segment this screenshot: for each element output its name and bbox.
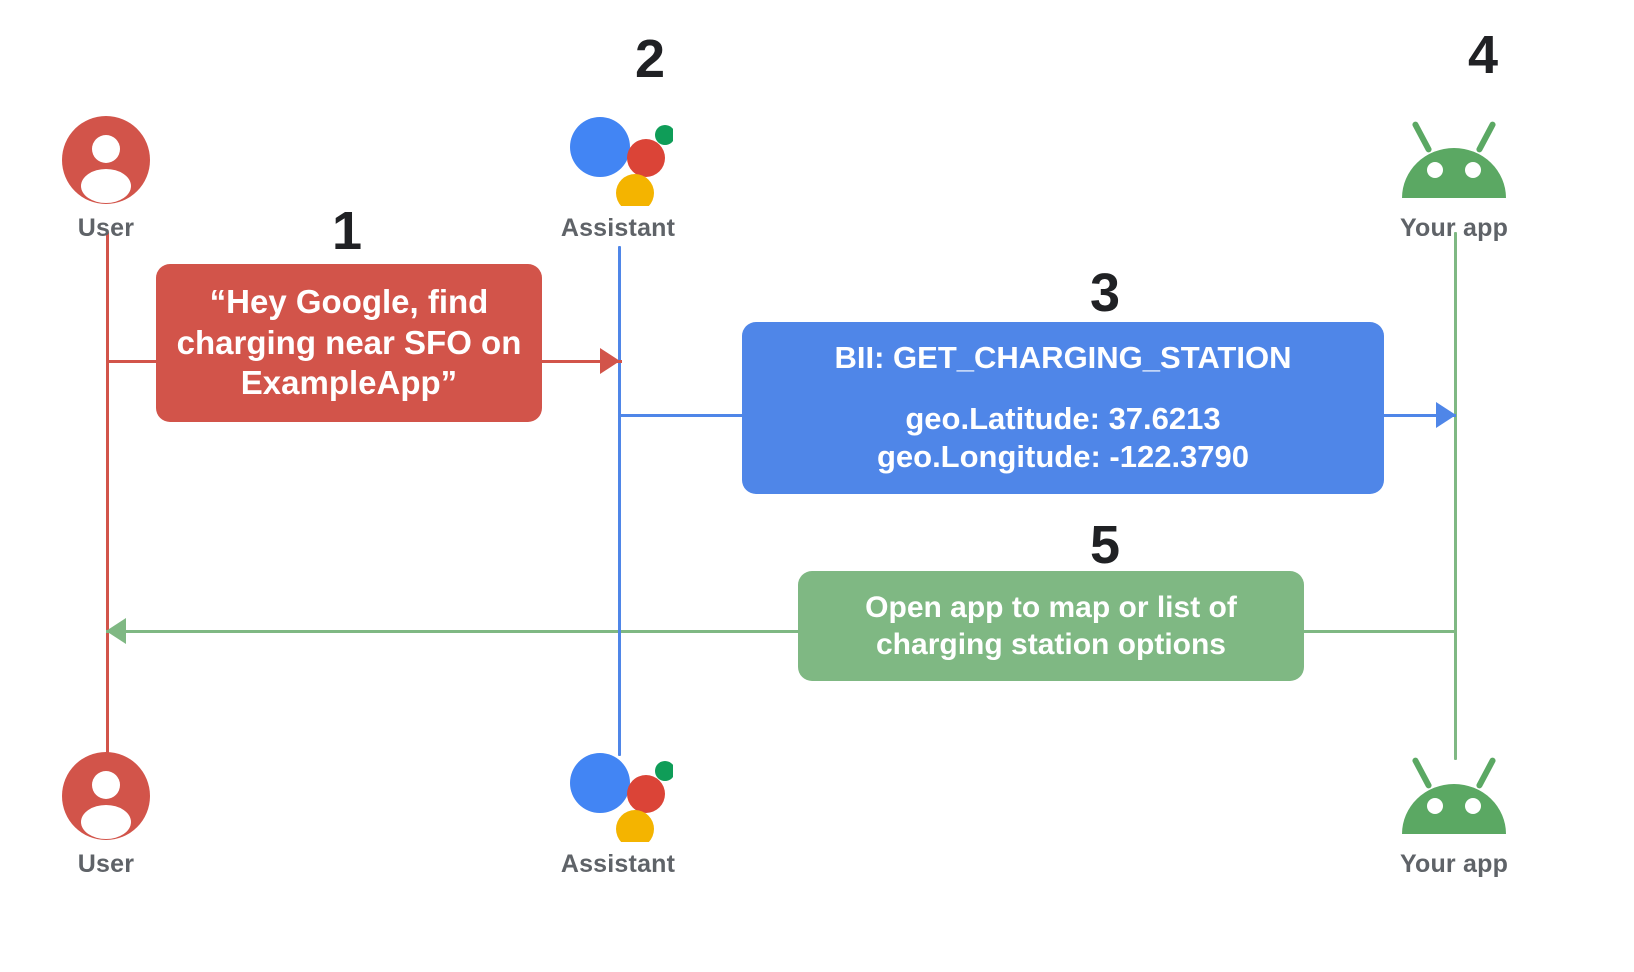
actor-label-assistant-bottom: Assistant xyxy=(560,850,676,878)
actor-user-bottom: User xyxy=(0,748,216,879)
actor-assistant-top: Assistant xyxy=(508,112,728,243)
actor-your-app-bottom: Your app xyxy=(1344,748,1564,879)
lifeline-assistant-overlap xyxy=(618,600,621,660)
message-line: ExampleApp” xyxy=(240,364,458,402)
actor-label-assistant-top: Assistant xyxy=(560,214,676,242)
android-robot-icon xyxy=(1344,748,1564,844)
message-line-bii: BII: GET_CHARGING_STATION xyxy=(834,340,1292,376)
message-line: charging near SFO on xyxy=(176,323,522,361)
lifeline-assistant xyxy=(618,246,621,756)
message-box-user-utterance: “Hey Google, find charging near SFO on E… xyxy=(156,264,542,422)
user-avatar-icon xyxy=(0,748,216,844)
arrowhead-user-to-assistant-icon xyxy=(600,348,620,374)
arrowhead-assistant-to-app-icon xyxy=(1436,402,1456,428)
arrowhead-app-to-user-icon xyxy=(106,618,126,644)
actor-assistant-bottom: Assistant xyxy=(508,748,728,879)
actor-label-user-bottom: User xyxy=(77,850,135,878)
android-robot-icon xyxy=(1344,112,1564,208)
step-number-1: 1 xyxy=(331,201,363,261)
actor-user-top: User xyxy=(0,112,216,243)
actor-label-your-app-top: Your app xyxy=(1399,214,1509,242)
message-line: Open app to map or list of xyxy=(865,590,1237,624)
message-box-app-response: Open app to map or list of charging stat… xyxy=(798,571,1304,681)
step-number-3: 3 xyxy=(1089,263,1121,323)
connector-app-to-user xyxy=(106,630,1456,633)
step-number-5: 5 xyxy=(1089,515,1121,575)
step-number-4: 4 xyxy=(1467,25,1499,85)
lifeline-your-app xyxy=(1454,232,1457,760)
message-line: charging station options xyxy=(876,628,1226,661)
google-assistant-icon xyxy=(508,112,728,208)
google-assistant-icon xyxy=(508,748,728,844)
lifeline-user xyxy=(106,232,109,760)
step-number-2: 2 xyxy=(634,29,666,89)
message-line-latitude: geo.Latitude: 37.6213 xyxy=(905,400,1221,436)
actor-your-app-top: Your app xyxy=(1344,112,1564,243)
actor-label-your-app-bottom: Your app xyxy=(1399,850,1509,878)
user-avatar-icon xyxy=(0,112,216,208)
actor-label-user-top: User xyxy=(77,214,135,242)
message-box-bii-intent: BII: GET_CHARGING_STATION geo.Latitude: … xyxy=(742,322,1384,494)
message-line: “Hey Google, find xyxy=(209,282,489,320)
message-line-longitude: geo.Longitude: -122.3790 xyxy=(876,439,1250,475)
